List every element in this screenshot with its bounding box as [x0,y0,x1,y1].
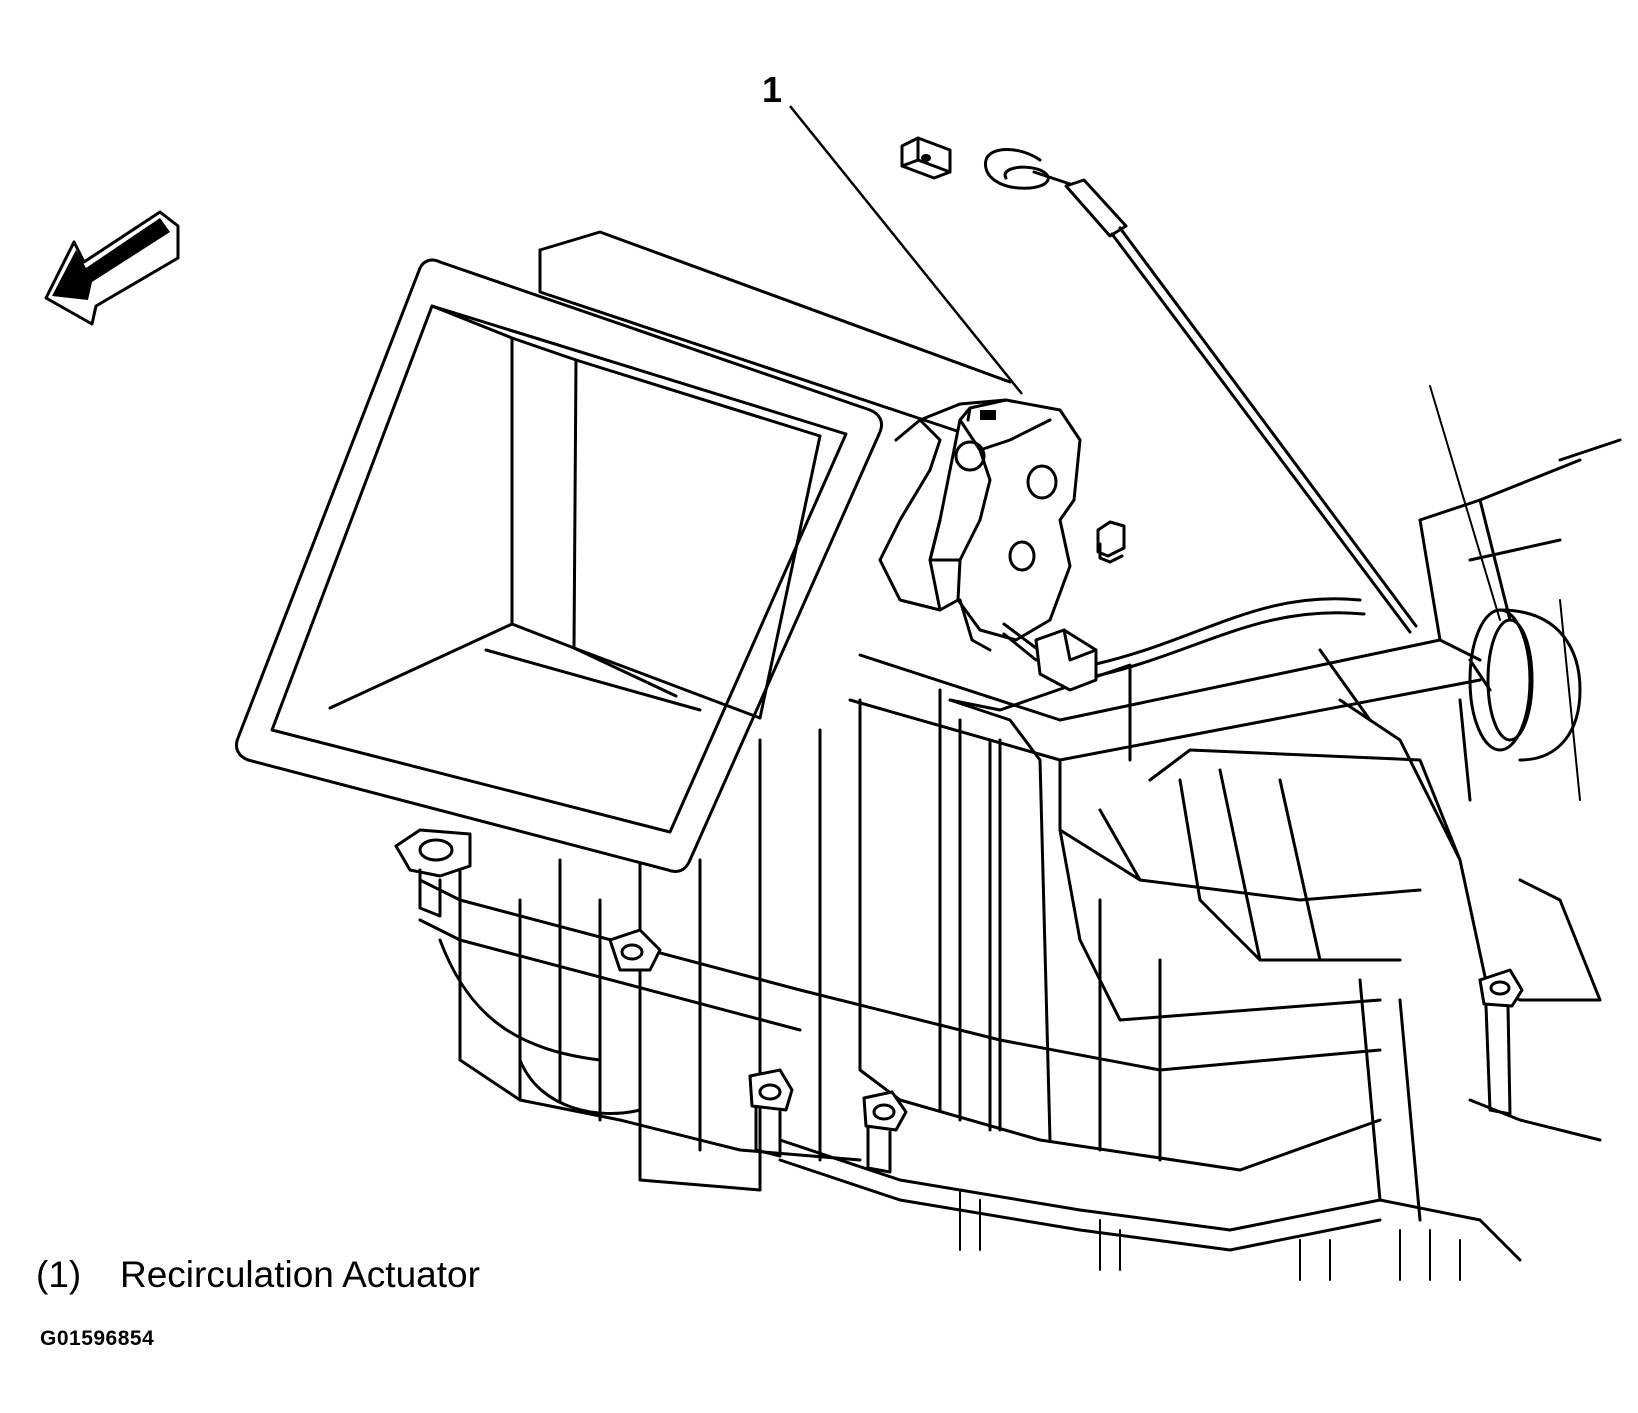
legend-item: (1) Recirculation Actuator [36,1256,480,1293]
stud [1096,520,1126,564]
actuator-cable [983,148,1418,634]
air-inlet-frame [234,258,884,874]
callout-leader-line [789,105,1023,395]
mounting-bosses [394,828,1524,1174]
legend-item-number: (1) [36,1254,82,1295]
recirculation-actuator [878,398,1082,652]
blower-motor-ring [1468,608,1582,762]
front-direction-arrow-icon [44,210,180,326]
actuator-wiring-harness [1002,597,1366,692]
callout-number-1: 1 [762,69,783,110]
legend-item-label: Recirculation Actuator [120,1254,480,1295]
actuator-nut [900,136,952,180]
figure-code: G01596854 [40,1327,155,1350]
